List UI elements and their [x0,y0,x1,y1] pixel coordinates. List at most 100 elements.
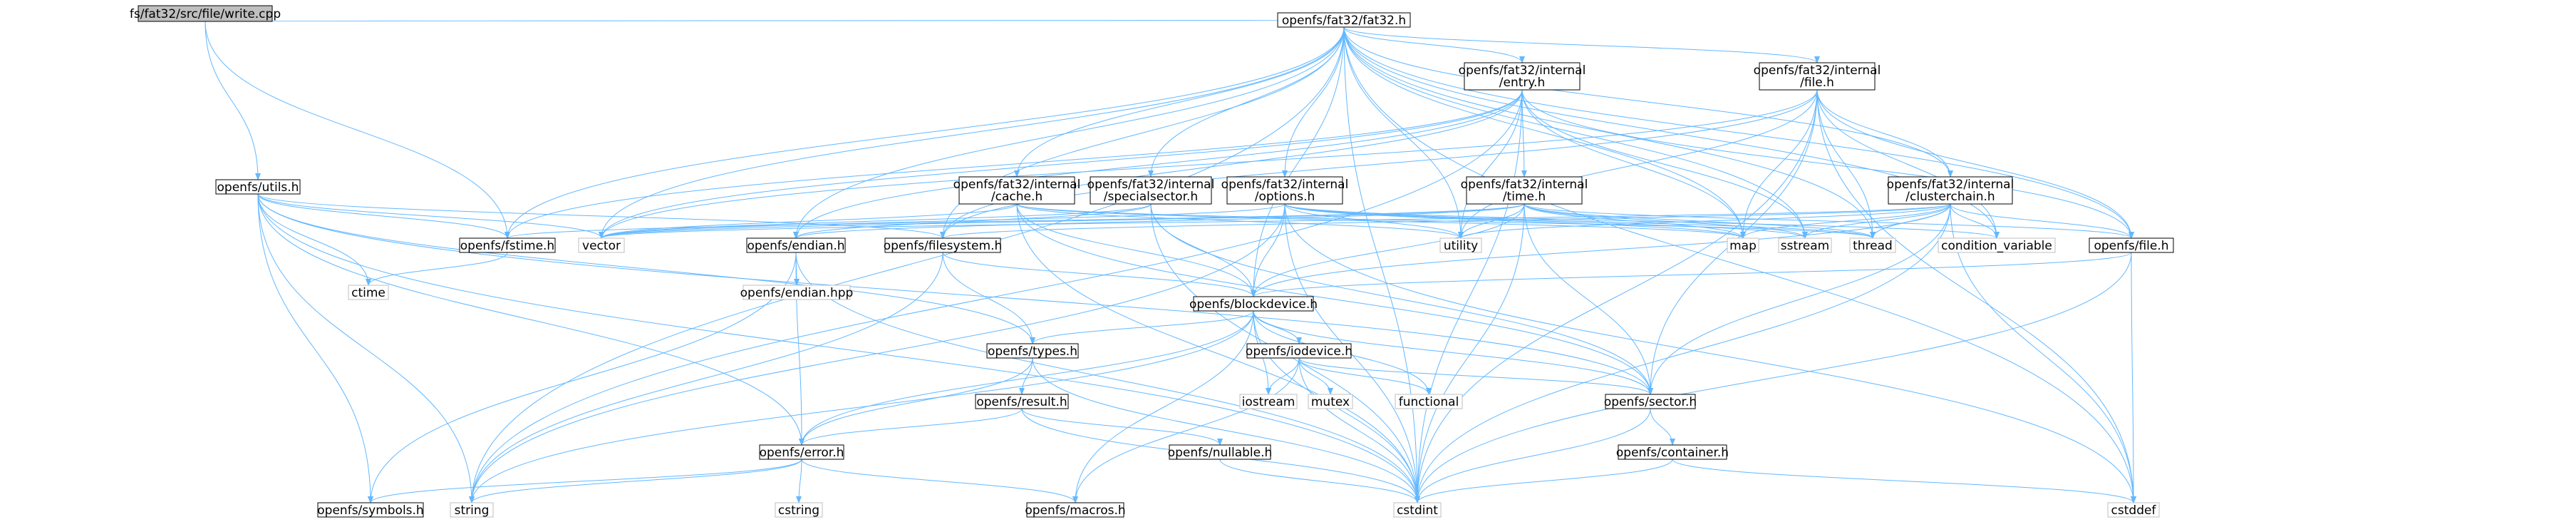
edge-container-h-to-cstddef [1672,459,2136,503]
node-cstddef[interactable]: cstddef [2107,502,2160,518]
node-clusterchain-h[interactable]: openfs/fat32/internal /clusterchain.h [1887,176,2014,205]
node-symbols-h-label: openfs/symbols.h [317,503,423,518]
node-cstring-label: cstring [778,503,819,518]
edge-utils-h-to-filesystem-h [257,193,946,239]
node-utility[interactable]: utility [1439,237,1482,253]
node-condition-variable[interactable]: condition_variable [1938,237,2056,253]
node-nullable-h[interactable]: openfs/nullable.h [1168,444,1273,460]
edge-cache-h-to-utility [1016,203,1464,239]
edge-clusterchain-h-to-blockdevice-h [1251,203,1951,297]
node-macros-h[interactable]: openfs/macros.h [1025,502,1126,518]
edge-clusterchain-h-to-cstdint [1414,203,1951,503]
edge-file-h-to-cstddef [2130,252,2136,503]
node-map-label: map [1729,239,1757,253]
edge-time-h-to-map [1524,203,1746,239]
edge-clusterchain-h-to-map [1740,203,1951,239]
edge-clusterchain-h-to-file-h [1950,203,2134,239]
node-string-label: string [455,503,490,518]
node-cache-h[interactable]: openfs/fat32/internal /cache.h [953,176,1081,205]
edge-time-h-to-sector-h [1524,203,1653,395]
edge-endian-h-to-error-h [795,252,805,446]
node-fat32-h[interactable]: openfs/fat32/fat32.h [1277,12,1411,28]
edge-entry-h-to-map [1521,89,1746,239]
edge-fat32-h-to-vector [599,26,1345,239]
edge-fat32-h-to-condition-variable [1343,26,2000,239]
node-cstddef-label: cstddef [2111,503,2157,518]
node-types-h[interactable]: openfs/types.h [986,343,1079,359]
edge-error-h-to-string [469,459,802,503]
edge-endian-h-to-cstdint [795,252,1420,503]
edge-specialsector-h-to-endian-h [793,203,1152,239]
node-sstream[interactable]: sstream [1778,237,1832,253]
node-options-h[interactable]: openfs/fat32/internal /options.h [1221,176,1349,205]
node-iostream-label: iostream [1242,395,1295,409]
edge-file-internal-h-to-cstddef [1816,89,2136,503]
edge-options-h-to-string [469,203,1286,503]
node-specialsector-h[interactable]: openfs/fat32/internal /specialsector.h [1087,176,1215,205]
edge-iodevice-h-to-macros-h [1072,357,1300,503]
node-utils-h[interactable]: openfs/utils.h [215,179,301,195]
edge-container-h-to-cstdint [1414,459,1673,503]
edge-iodevice-h-to-iostream [1266,357,1300,395]
edge-utils-h-to-ctime [257,193,371,286]
node-iodevice-h[interactable]: openfs/iodevice.h [1246,343,1352,359]
node-fstime-h[interactable]: openfs/fstime.h [459,237,556,253]
node-sector-h[interactable]: openfs/sector.h [1604,394,1697,409]
node-entry-h[interactable]: openfs/fat32/internal /entry.h [1459,62,1586,91]
node-symbols-h[interactable]: openfs/symbols.h [317,502,424,518]
edge-options-h-to-vector [599,203,1286,239]
edge-entry-h-to-vector [599,89,1523,239]
node-filesystem-h[interactable]: openfs/filesystem.h [884,237,1003,253]
node-sector-h-label: openfs/sector.h [1604,395,1697,409]
edge-cache-h-to-cstdint [1016,203,1420,503]
edge-write-cpp-to-utils-h [205,21,261,180]
node-fstime-h-label: openfs/fstime.h [460,239,554,253]
node-specialsector-h-label-2: /specialsector.h [1104,190,1198,204]
edge-iodevice-h-to-sector-h [1298,357,1653,395]
edge-entry-h-to-time-h [1521,89,1527,178]
node-entry-h-label-1: openfs/fat32/internal [1459,63,1586,78]
node-thread[interactable]: thread [1849,237,1896,253]
node-file-internal-h[interactable]: openfs/fat32/internal /file.h [1754,62,1881,91]
edge-types-h-to-result-h [1019,357,1033,395]
edge-options-h-to-blockdevice-h [1251,203,1286,297]
node-write-cpp[interactable]: fs/fat32/src/file/write.cpp [130,5,281,22]
node-cache-h-label-2: /cache.h [991,190,1043,204]
edge-fat32-h-to-file-h [1343,26,2134,239]
node-error-h[interactable]: openfs/error.h [759,444,844,460]
edge-endian-h-to-symbols-h [368,252,797,503]
node-string[interactable]: string [450,502,494,518]
node-utility-label: utility [1444,239,1478,253]
edge-options-h-to-map [1284,203,1746,239]
node-cstdint-label: cstdint [1397,503,1438,518]
node-mutex[interactable]: mutex [1308,394,1353,409]
edge-fat32-h-to-sstream [1343,26,1808,239]
node-cstdint[interactable]: cstdint [1393,502,1442,518]
node-result-h[interactable]: openfs/result.h [975,394,1069,409]
node-time-h[interactable]: openfs/fat32/internal /time.h [1461,176,1588,205]
node-iostream[interactable]: iostream [1239,394,1298,409]
edge-options-h-to-condition-variable [1284,203,2000,239]
node-sstream-label: sstream [1781,239,1829,253]
node-container-h[interactable]: openfs/container.h [1616,444,1729,460]
node-blockdevice-h[interactable]: openfs/blockdevice.h [1189,296,1318,312]
node-file-h[interactable]: openfs/file.h [2089,237,2174,253]
node-options-h-label-1: openfs/fat32/internal [1221,178,1349,192]
node-map[interactable]: map [1727,237,1759,253]
node-clusterchain-h-label-1: openfs/fat32/internal [1887,178,2014,192]
node-container-h-label: openfs/container.h [1616,446,1729,460]
edge-utils-h-to-error-h [257,193,805,446]
edge-clusterchain-h-to-vector [599,203,1951,239]
edge-utils-h-to-sector-h [257,193,1653,395]
node-endian-h[interactable]: openfs/endian.h [746,237,846,253]
node-vector[interactable]: vector [578,237,625,253]
node-ctime[interactable]: ctime [348,285,389,300]
node-functional[interactable]: functional [1395,394,1463,409]
edge-nullable-h-to-cstdint [1219,459,1420,503]
node-cache-h-label-1: openfs/fat32/internal [953,178,1081,192]
node-cstring[interactable]: cstring [775,502,823,518]
node-endian-hpp[interactable]: openfs/endian.hpp [740,285,854,300]
edge-fat32-h-to-file-internal-h [1343,26,1820,63]
node-file-internal-h-label-1: openfs/fat32/internal [1754,63,1881,78]
node-iodevice-h-label: openfs/iodevice.h [1246,344,1352,359]
